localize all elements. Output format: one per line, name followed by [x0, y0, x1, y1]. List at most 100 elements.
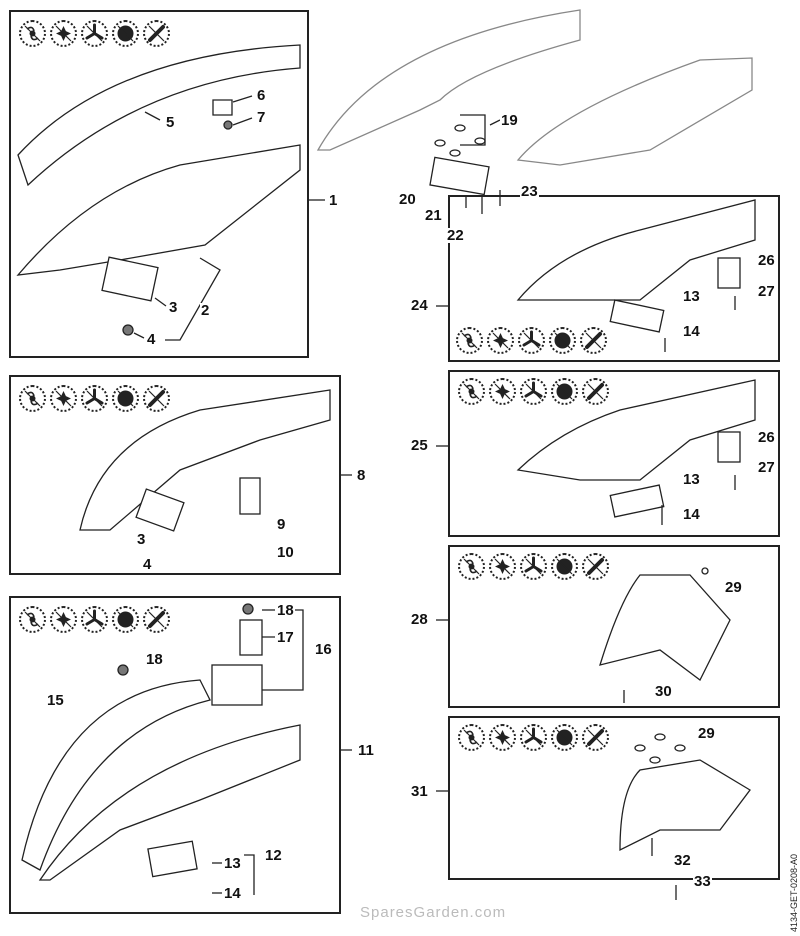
callout-6: 6 — [256, 87, 267, 104]
panel-assembly-11 — [9, 596, 341, 914]
circular-saw-blade-icon — [112, 385, 139, 412]
panel-assembly-25 — [448, 370, 780, 537]
callout-14-24: 14 — [682, 323, 701, 340]
screw-7 — [223, 120, 233, 130]
bracket-6 — [212, 99, 233, 116]
grass-blade-icon — [489, 378, 516, 405]
mowing-head-icon — [19, 385, 46, 412]
shredder-blade-icon — [143, 20, 170, 47]
plate-3 — [101, 256, 159, 302]
circular-saw-blade-icon — [551, 553, 578, 580]
callout-33: 33 — [693, 873, 712, 890]
tool-icons-row — [458, 724, 609, 751]
drawing-code: 4134-GET-0208-A0 — [789, 853, 799, 932]
three-tooth-blade-icon — [81, 20, 108, 47]
callout-18b: 18 — [145, 651, 164, 668]
shredder-blade-icon — [143, 385, 170, 412]
grass-blade-icon — [489, 724, 516, 751]
callout-27-24: 27 — [757, 283, 776, 300]
mount-31 — [619, 759, 751, 852]
mowing-head-icon — [458, 553, 485, 580]
callout-10: 10 — [276, 544, 295, 561]
tool-icons-row — [19, 385, 170, 412]
callout-13: 13 — [223, 855, 242, 872]
callout-26-24: 26 — [757, 252, 776, 269]
callout-29-28: 29 — [724, 579, 743, 596]
callout-21: 21 — [424, 207, 443, 224]
mowing-head-icon — [19, 606, 46, 633]
callout-30: 30 — [654, 683, 673, 700]
callout-23: 23 — [520, 183, 539, 200]
three-tooth-blade-icon — [520, 553, 547, 580]
callout-17: 17 — [276, 629, 295, 646]
shredder-blade-icon — [582, 553, 609, 580]
tool-icons-row — [19, 606, 170, 633]
callout-29-31: 29 — [697, 725, 716, 742]
callout-31: 31 — [410, 783, 429, 800]
circular-saw-blade-icon — [112, 606, 139, 633]
deflector-24 — [516, 199, 756, 301]
panel-assembly-31 — [448, 716, 780, 880]
callout-22: 22 — [446, 227, 465, 244]
callout-5: 5 — [165, 114, 176, 131]
tool-icons-row — [19, 20, 170, 47]
callout-14: 14 — [223, 885, 242, 902]
deflector-25 — [516, 379, 756, 481]
panel-assembly-28 — [448, 545, 780, 708]
callout-19: 19 — [500, 112, 519, 129]
callout-7: 7 — [256, 109, 267, 126]
grass-blade-icon — [489, 553, 516, 580]
callout-28: 28 — [410, 611, 429, 628]
deflector-8 — [79, 389, 331, 531]
grass-blade-icon — [50, 606, 77, 633]
callout-1: 1 — [328, 192, 339, 209]
circular-saw-blade-icon — [551, 724, 578, 751]
callout-13-25: 13 — [682, 471, 701, 488]
tool-icons-row — [458, 378, 609, 405]
shredder-blade-icon — [582, 378, 609, 405]
callout-18a: 18 — [276, 602, 295, 619]
mowing-head-icon — [458, 378, 485, 405]
callout-3b: 3 — [136, 531, 147, 548]
panel-assembly-24 — [448, 195, 780, 362]
grass-blade-icon — [487, 327, 514, 354]
shredder-blade-icon — [582, 724, 609, 751]
mowing-head-icon — [456, 327, 483, 354]
tool-icons-row — [458, 553, 609, 580]
watermark: SparesGarden.com — [360, 904, 507, 921]
shredder-blade-icon — [580, 327, 607, 354]
deflector-outline-2 — [516, 57, 753, 166]
callout-25: 25 — [410, 437, 429, 454]
callout-13-24: 13 — [682, 288, 701, 305]
three-tooth-blade-icon — [81, 606, 108, 633]
panel-assembly-8 — [9, 375, 341, 575]
callout-8: 8 — [356, 467, 367, 484]
deflector-outline — [316, 9, 581, 151]
callout-3: 3 — [168, 299, 179, 316]
circular-saw-blade-icon — [551, 378, 578, 405]
circular-saw-blade-icon — [112, 20, 139, 47]
mowing-head-icon — [19, 20, 46, 47]
callout-12: 12 — [264, 847, 283, 864]
callout-11: 11 — [357, 742, 375, 759]
three-tooth-blade-icon — [520, 724, 547, 751]
callout-14-25: 14 — [682, 506, 701, 523]
callout-16: 16 — [314, 641, 333, 658]
rail-15 — [21, 679, 211, 871]
deflector-rail-5 — [17, 44, 301, 187]
panel-assembly-1 — [9, 10, 309, 358]
callout-27-25: 27 — [757, 459, 776, 476]
deflector-guard-1 — [16, 144, 301, 276]
three-tooth-blade-icon — [81, 385, 108, 412]
circular-saw-blade-icon — [549, 327, 576, 354]
three-tooth-blade-icon — [518, 327, 545, 354]
tool-icons-row — [456, 327, 607, 354]
callout-20: 20 — [398, 191, 417, 208]
deflector-12 — [38, 724, 301, 881]
grass-blade-icon — [50, 385, 77, 412]
screw-4 — [122, 324, 134, 336]
callout-26-25: 26 — [757, 429, 776, 446]
callout-4: 4 — [146, 331, 157, 348]
callout-32: 32 — [673, 852, 692, 869]
